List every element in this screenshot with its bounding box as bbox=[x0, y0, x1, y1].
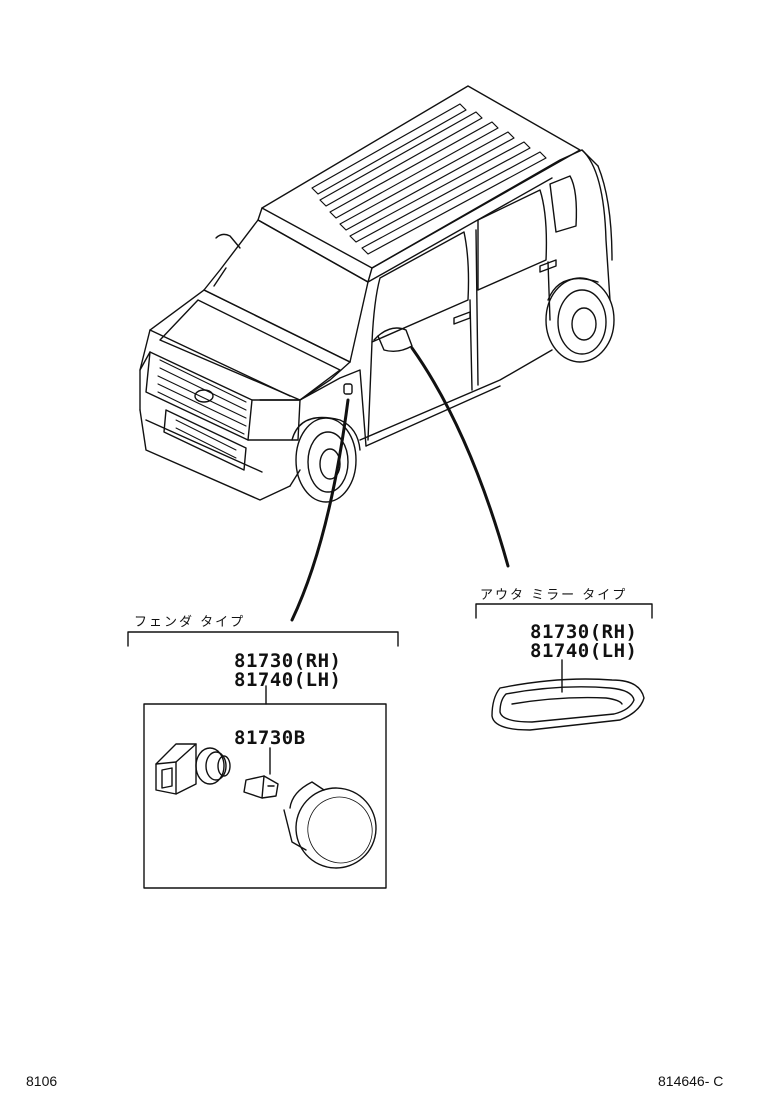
leader-line-fender bbox=[290, 398, 350, 622]
fender-lens-illustration bbox=[283, 781, 377, 869]
fender-part-rh: 81730(RH) bbox=[234, 650, 342, 672]
figure-code-right: 814646- C bbox=[658, 1073, 724, 1089]
fender-group-title: フェンダ タイプ bbox=[134, 615, 246, 630]
fender-part-lh: 81740(LH) bbox=[234, 669, 342, 691]
mirror-group-title: アウタ ミラー タイプ bbox=[480, 588, 628, 603]
figure-code-left: 8106 bbox=[26, 1073, 58, 1089]
bulb-illustration bbox=[243, 775, 279, 799]
mirror-lens-illustration bbox=[491, 678, 645, 731]
socket-illustration bbox=[155, 743, 231, 795]
vehicle-illustration bbox=[139, 85, 615, 503]
mirror-part-rh: 81730(RH) bbox=[530, 621, 638, 643]
mirror-part-lh: 81740(LH) bbox=[530, 640, 638, 662]
mirror-group-bracket bbox=[475, 603, 653, 619]
bulb-part-number: 81730B bbox=[234, 727, 306, 749]
leader-line-mirror bbox=[410, 346, 510, 568]
fender-parts-box bbox=[143, 703, 387, 889]
fender-group-bracket bbox=[127, 631, 399, 647]
